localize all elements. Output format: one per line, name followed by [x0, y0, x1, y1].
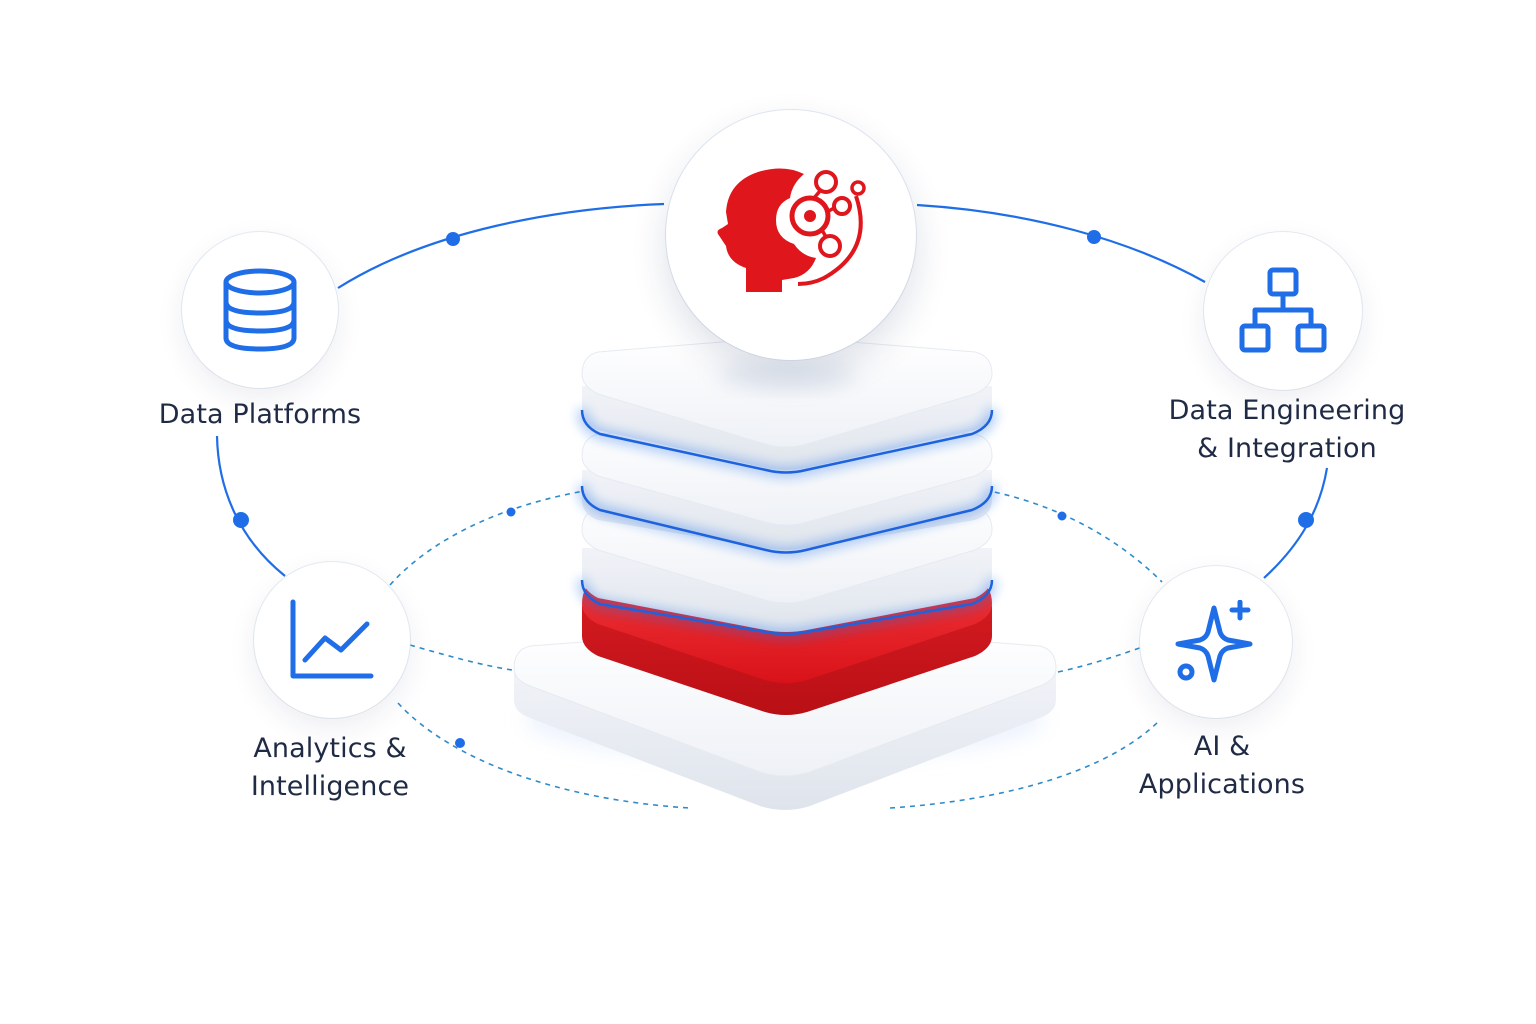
- connector-dots: [233, 230, 1314, 528]
- label-data-platforms: Data Platforms: [140, 396, 380, 434]
- hierarchy-icon: [1239, 267, 1327, 353]
- label-line: Data Engineering: [1168, 395, 1406, 426]
- layer-stack: [513, 337, 1057, 810]
- solid-connectors: [215, 202, 1329, 579]
- label-line: Applications: [1138, 769, 1306, 800]
- line-chart-icon: [290, 599, 374, 679]
- database-icon: [223, 268, 297, 352]
- label-ai-applications: AI & Applications: [1102, 728, 1342, 804]
- node-analytics: [254, 562, 410, 718]
- label-analytics: Analytics & Intelligence: [210, 730, 450, 806]
- label-line: & Integration: [1197, 433, 1377, 464]
- dashed-connectors: [389, 489, 1163, 809]
- node-ai-applications: [1140, 566, 1292, 718]
- label-line: AI &: [1193, 731, 1251, 762]
- label-line: Data Platforms: [158, 399, 362, 430]
- center-node: [666, 110, 916, 360]
- ai-brain-icon: [717, 168, 866, 292]
- sparkle-icon: [1175, 600, 1253, 683]
- label-data-engineering: Data Engineering & Integration: [1150, 392, 1424, 468]
- label-line: Analytics &: [253, 733, 407, 764]
- label-line: Intelligence: [250, 771, 410, 802]
- dashed-dots: [455, 507, 1067, 748]
- node-data-platforms: [182, 232, 338, 388]
- node-data-engineering: [1204, 232, 1362, 390]
